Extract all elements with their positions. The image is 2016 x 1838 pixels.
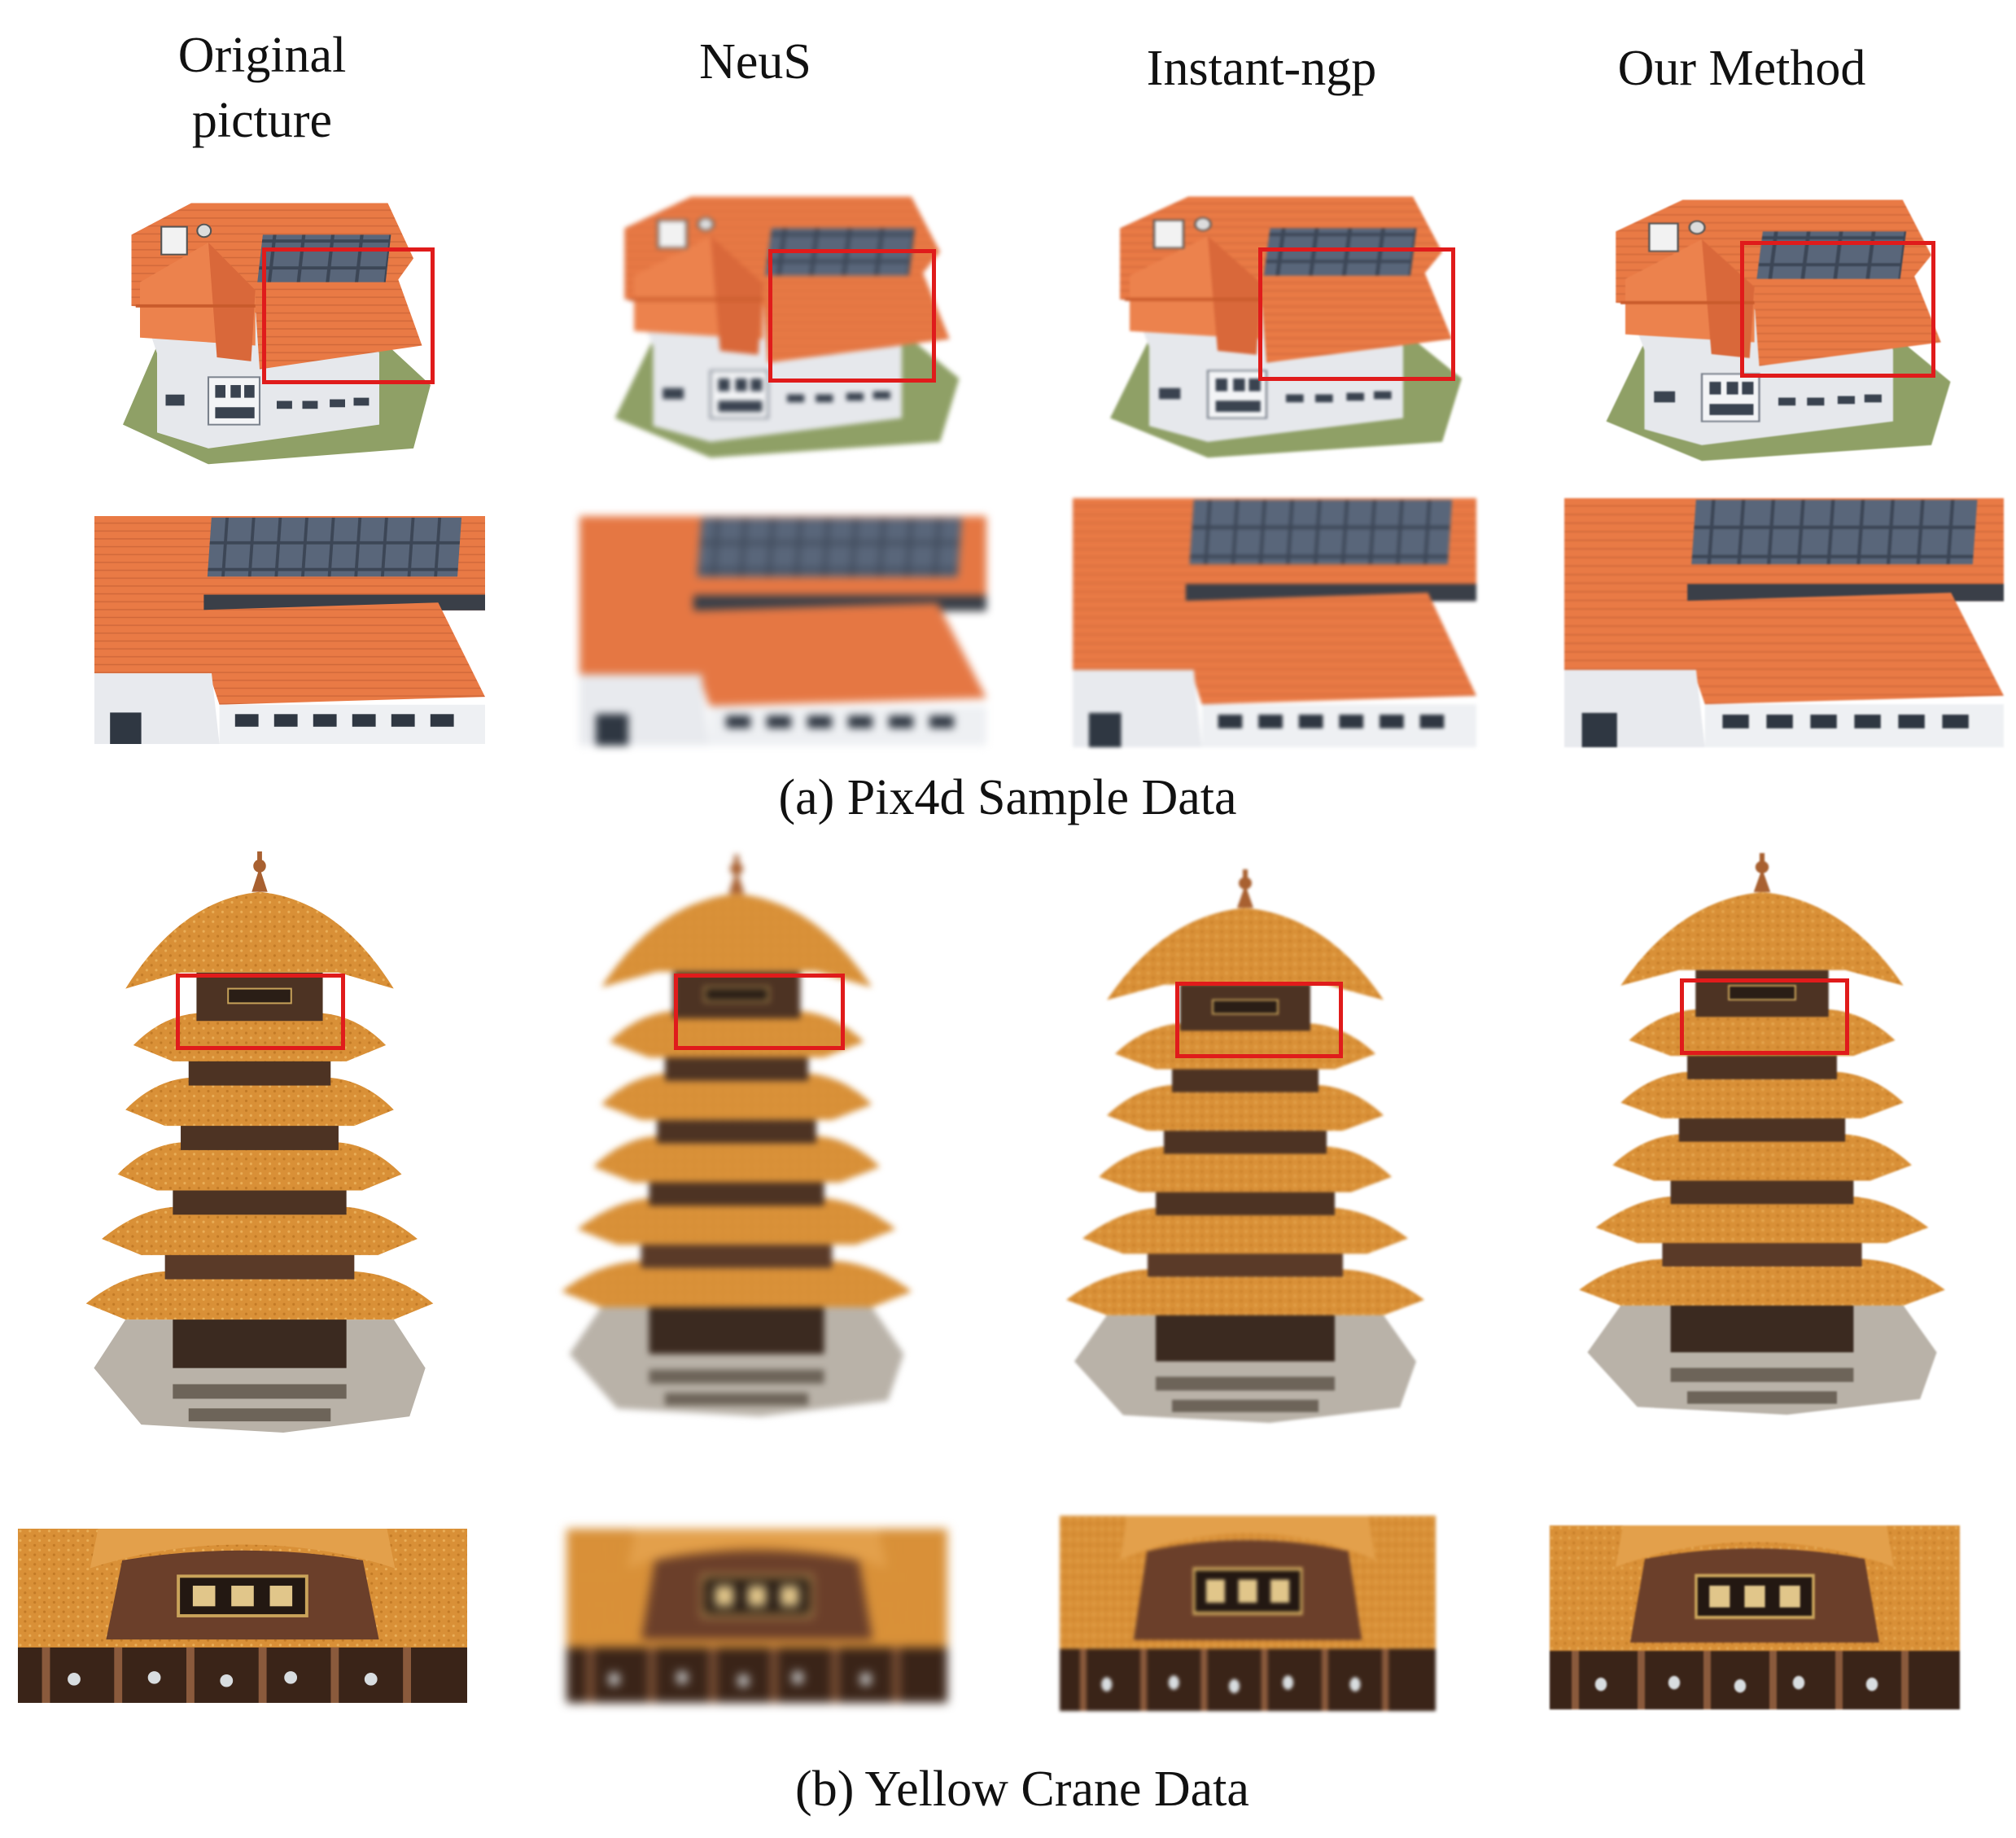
highlight-box-pagoda-instant-ngp bbox=[1175, 982, 1343, 1058]
column-header-neus: NeuS bbox=[699, 34, 811, 90]
pagoda-zoom-neus bbox=[566, 1529, 947, 1703]
building-zoom-neus bbox=[579, 516, 986, 746]
pagoda-instant-ngp-image bbox=[1058, 869, 1432, 1423]
highlight-box-pagoda-our-method bbox=[1680, 978, 1849, 1055]
building-zoom-instant-ngp bbox=[1073, 498, 1476, 747]
column-header-original: Original picture bbox=[177, 28, 347, 148]
highlight-box-pagoda-neus bbox=[674, 974, 845, 1050]
pagoda-our-method-image bbox=[1571, 853, 1953, 1415]
pagoda-zoom-instant-ngp bbox=[1060, 1516, 1436, 1711]
caption-a: (a) Pix4d Sample Data bbox=[778, 770, 1237, 825]
pagoda-zoom-our-method bbox=[1550, 1525, 1960, 1709]
caption-b: (b) Yellow Crane Data bbox=[795, 1761, 1249, 1817]
column-header-our-method: Our Method bbox=[1617, 41, 1866, 96]
highlight-box-building-original bbox=[262, 247, 435, 384]
pagoda-zoom-original bbox=[18, 1529, 467, 1703]
building-zoom-original bbox=[94, 516, 485, 744]
highlight-box-pagoda-original bbox=[176, 974, 345, 1050]
building-zoom-our-method bbox=[1564, 498, 2004, 747]
highlight-box-building-our-method bbox=[1740, 241, 1935, 378]
pagoda-neus-image bbox=[553, 855, 920, 1416]
highlight-box-building-instant-ngp bbox=[1258, 247, 1455, 381]
column-header-instant-ngp: Instant-ngp bbox=[1146, 41, 1377, 96]
pagoda-original-image bbox=[78, 851, 441, 1433]
highlight-box-building-neus bbox=[768, 249, 936, 383]
